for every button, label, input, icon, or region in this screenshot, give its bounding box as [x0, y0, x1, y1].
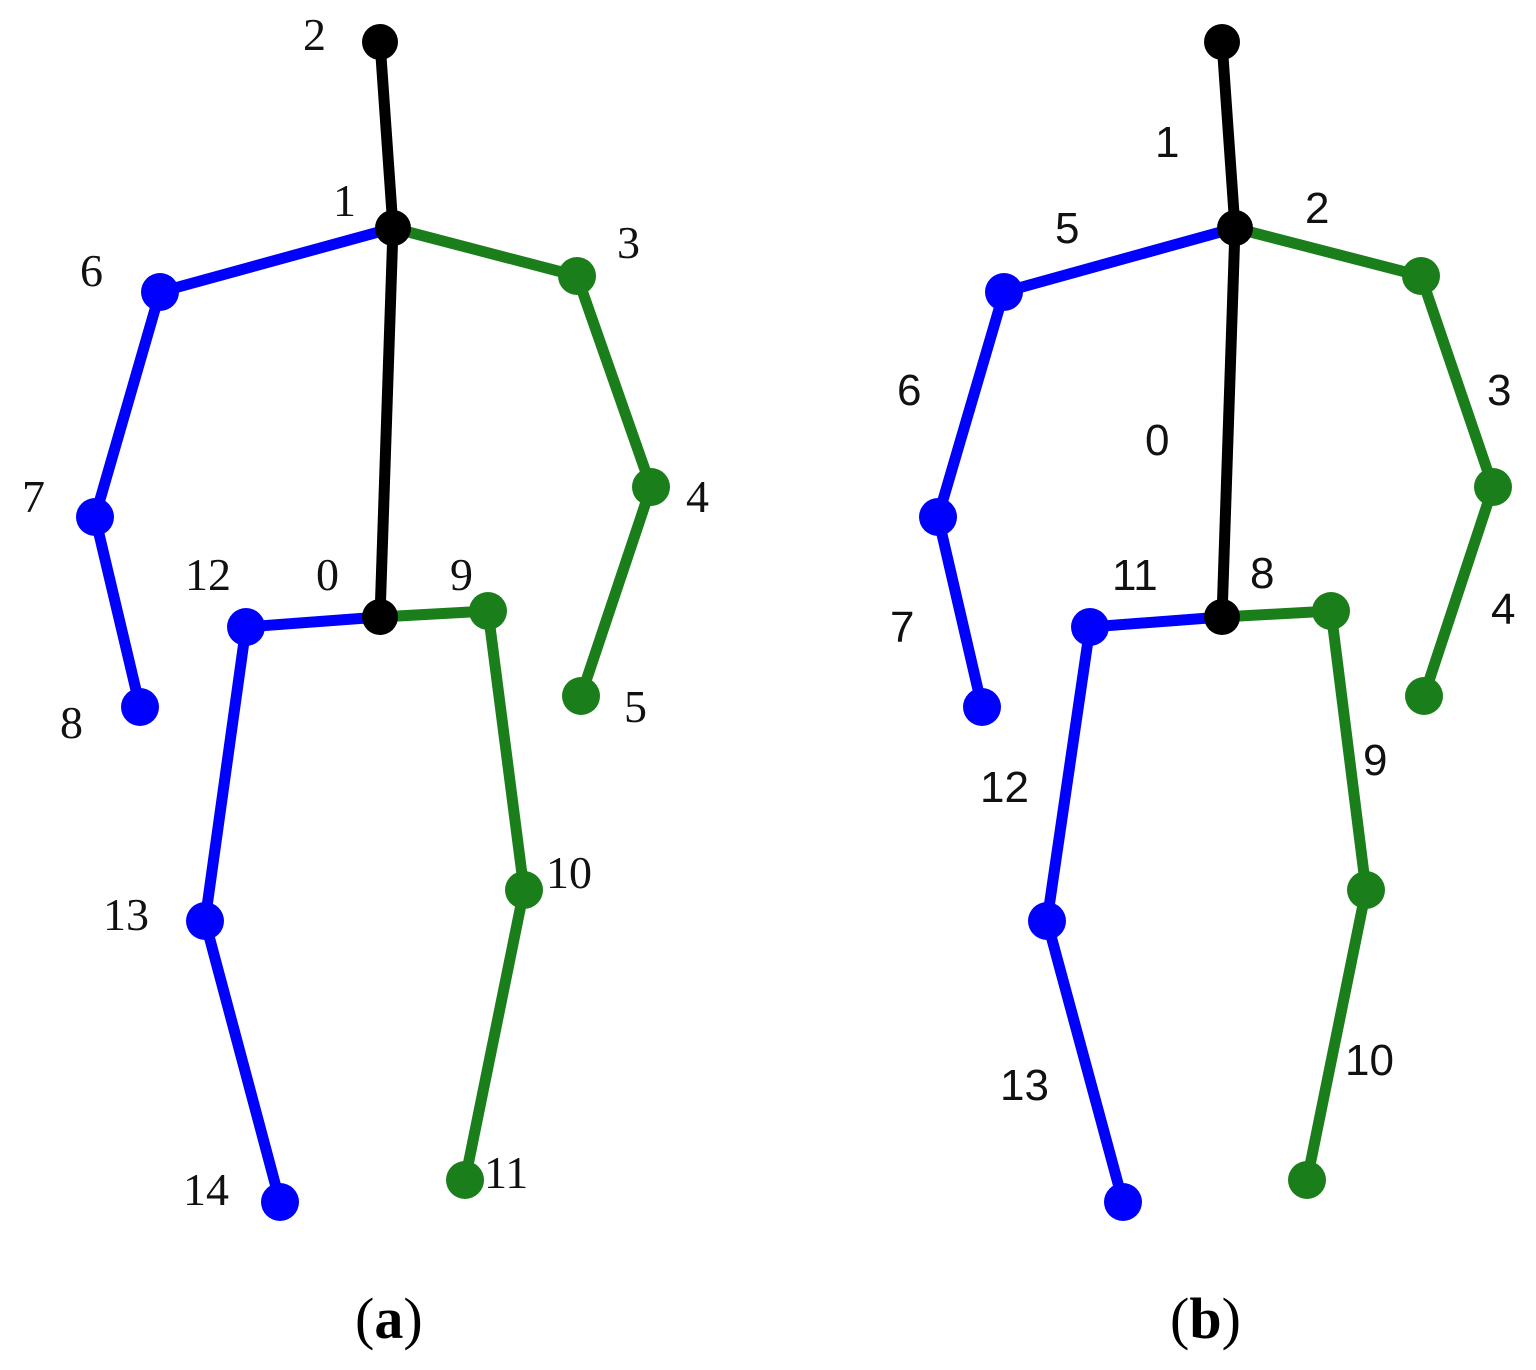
panel-a-labels: 2 1 6 3 7 4 12 0 9 8 5 13 10 14 11 — [22, 9, 709, 1215]
label-a: 4 — [686, 471, 709, 522]
label-b: 11 — [1112, 551, 1158, 600]
limb-left-thigh — [1041, 621, 1096, 927]
joint-right-hip — [1312, 592, 1350, 630]
label-a: 6 — [80, 245, 103, 296]
label-a: 8 — [60, 697, 83, 748]
joint-right-ankle — [446, 1161, 484, 1199]
joint-head — [362, 24, 398, 60]
label-b: 10 — [1345, 1036, 1394, 1085]
joint-neck — [1217, 210, 1253, 246]
joint-right-elbow — [632, 468, 670, 506]
limb-left-upper-arm — [89, 286, 166, 523]
label-a: 13 — [103, 889, 149, 940]
joint-right-knee — [1347, 871, 1385, 909]
limb-head-neck — [374, 36, 399, 234]
limb-left-forearm — [89, 511, 146, 713]
limb-left-thigh — [199, 621, 252, 927]
label-b: 9 — [1363, 736, 1387, 785]
joint-hip — [362, 599, 398, 635]
joint-neck — [375, 210, 411, 246]
label-a: 10 — [546, 847, 592, 898]
label-b: 0 — [1145, 416, 1169, 465]
limb-right-shin — [1301, 884, 1372, 1186]
panel-a-caption: (a) — [355, 1286, 423, 1351]
panel-b-limbs — [932, 36, 1499, 1208]
label-b: 1 — [1155, 118, 1179, 167]
joint-head — [1204, 24, 1240, 60]
joint-left-wrist — [963, 688, 1001, 726]
limb-hip-left — [240, 611, 386, 633]
joint-right-wrist — [1405, 677, 1443, 715]
label-a: 9 — [450, 549, 473, 600]
label-b: 8 — [1250, 549, 1274, 598]
label-b: 3 — [1487, 366, 1511, 415]
limb-neck-left-shoulder — [998, 222, 1241, 298]
limb-right-upper-arm — [1415, 270, 1499, 493]
joint-left-ankle — [1104, 1183, 1142, 1221]
panel-a-limbs — [89, 36, 657, 1208]
limb-right-thigh — [482, 605, 530, 896]
label-a: 3 — [617, 217, 640, 268]
joint-right-ankle — [1288, 1161, 1326, 1199]
panel-b-joints — [919, 24, 1512, 1221]
label-a: 12 — [185, 549, 231, 600]
joint-left-shoulder — [985, 273, 1023, 311]
limb-right-forearm — [1418, 481, 1499, 702]
joint-right-knee — [505, 871, 543, 909]
joint-right-shoulder — [1402, 257, 1440, 295]
label-b: 13 — [1000, 1061, 1049, 1110]
label-a: 14 — [183, 1164, 229, 1215]
joint-left-shoulder — [141, 273, 179, 311]
label-b: 7 — [890, 603, 914, 652]
joint-left-ankle — [261, 1183, 299, 1221]
joint-left-knee — [1028, 902, 1066, 940]
panel-a: 2 1 6 3 7 4 12 0 9 8 5 13 10 14 11 (a) — [22, 9, 709, 1351]
limb-left-upper-arm — [932, 286, 1010, 523]
panel-b-caption: (b) — [1170, 1286, 1241, 1351]
joint-right-elbow — [1474, 468, 1512, 506]
limb-neck-right-shoulder — [387, 222, 583, 282]
joint-hip — [1204, 599, 1240, 635]
joint-left-hip — [227, 608, 265, 646]
label-a: 1 — [333, 175, 356, 226]
limb-right-thigh — [1325, 605, 1372, 896]
label-b: 6 — [897, 366, 921, 415]
limb-neck-left-shoulder — [154, 222, 399, 298]
label-a: 5 — [624, 681, 647, 732]
label-a: 2 — [303, 9, 326, 60]
label-b: 5 — [1055, 204, 1079, 253]
panel-b: 1 5 2 6 3 0 11 8 7 4 12 9 13 10 (b) — [890, 24, 1515, 1351]
label-a: 11 — [484, 1147, 528, 1198]
joint-left-elbow — [919, 498, 957, 536]
joint-left-knee — [186, 902, 224, 940]
panel-a-joints — [76, 24, 670, 1221]
joint-left-hip — [1071, 608, 1109, 646]
limb-neck-hip — [374, 222, 399, 623]
panel-b-labels: 1 5 2 6 3 0 11 8 7 4 12 9 13 10 — [890, 118, 1515, 1110]
limb-right-upper-arm — [571, 270, 657, 493]
limb-left-forearm — [932, 511, 988, 713]
limb-head-neck — [1216, 36, 1241, 234]
limb-right-forearm — [575, 481, 657, 702]
joint-left-elbow — [76, 498, 114, 536]
label-a: 0 — [316, 549, 339, 600]
joint-right-wrist — [562, 677, 600, 715]
limb-right-shin — [459, 884, 530, 1186]
limb-hip-left — [1084, 611, 1228, 633]
limb-neck-hip — [1216, 222, 1241, 623]
joint-right-hip — [469, 592, 507, 630]
limb-left-shin — [1041, 915, 1129, 1208]
label-a: 7 — [22, 471, 45, 522]
joint-right-shoulder — [558, 257, 596, 295]
label-b: 12 — [980, 763, 1029, 812]
limb-neck-right-shoulder — [1229, 222, 1427, 282]
joint-left-wrist — [121, 688, 159, 726]
limb-left-shin — [199, 915, 286, 1208]
label-b: 4 — [1491, 585, 1515, 634]
label-b: 2 — [1305, 184, 1329, 233]
